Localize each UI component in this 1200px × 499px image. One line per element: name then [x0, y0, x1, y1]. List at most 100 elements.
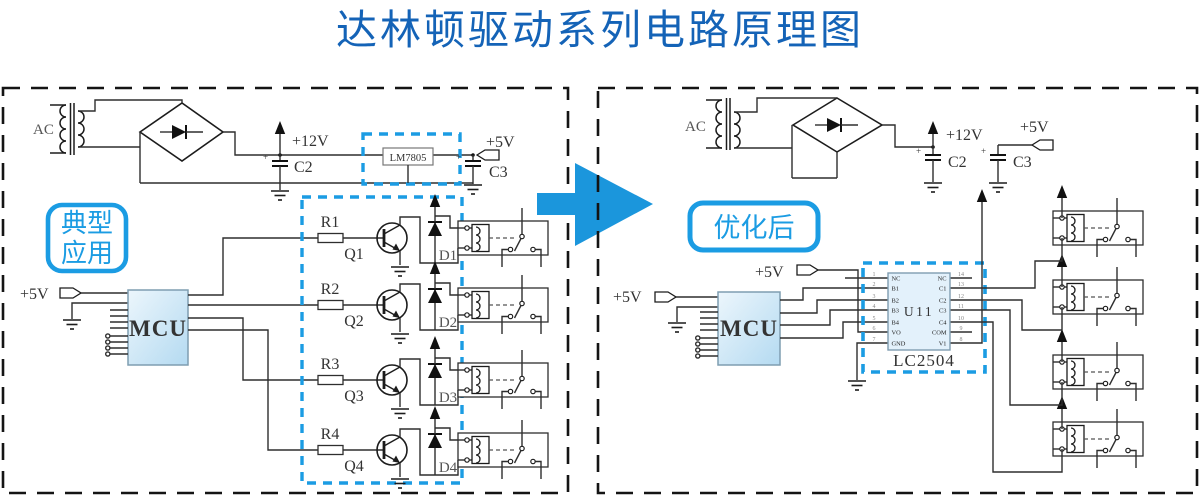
pin-number: 2 — [873, 282, 876, 288]
flyback-diode-icon — [427, 221, 443, 237]
page-title: 达林顿驱动系列电路原理图 — [336, 7, 864, 53]
flyback-diode-icon — [427, 433, 443, 449]
pin-label: B1 — [892, 286, 899, 293]
left-panel-border — [1, 86, 570, 495]
plus12-label: +12V — [946, 127, 983, 144]
ground-icon — [463, 184, 483, 195]
c2-label: C2 — [948, 154, 967, 171]
rail-12v: +12V + C2 — [263, 121, 329, 201]
plus5-connector-icon — [1030, 139, 1054, 151]
pin-number: 3 — [873, 294, 876, 300]
ground-icon — [923, 182, 943, 193]
pin-label: GND — [892, 341, 906, 348]
relay-icon — [1052, 197, 1144, 258]
power-wires — [78, 99, 475, 184]
chip-pin-stubs — [845, 277, 972, 344]
tag-label: 优化后 — [714, 213, 795, 243]
transformer-icon — [706, 98, 741, 150]
pin-number: 5 — [873, 316, 876, 322]
ac-label: AC — [685, 119, 706, 135]
ground-icon — [847, 380, 867, 391]
resistor-label: R1 — [321, 214, 340, 231]
left-panel: 典型 应用 AC — [1, 86, 570, 495]
transistor-icon — [375, 363, 409, 397]
resistor-label: R3 — [321, 356, 340, 373]
chip-plus5-label: +5V — [755, 264, 784, 281]
relay-bank — [972, 185, 1144, 473]
pin-label: B4 — [892, 320, 900, 327]
relay-icon — [457, 349, 549, 410]
rail-12v: +12V + C2 — [916, 121, 983, 193]
plus5-connector-icon — [475, 149, 500, 161]
pin-number: 14 — [958, 272, 964, 278]
resistor-label: R2 — [321, 281, 340, 298]
diode-label: D4 — [439, 460, 458, 476]
mcu-right: +5V MCU — [613, 287, 867, 366]
driver-stage: R4 Q4 D4 — [317, 406, 549, 489]
transistor-label: Q4 — [344, 458, 364, 475]
plus5-connector-icon — [796, 264, 820, 276]
pin-label: C1 — [939, 286, 946, 293]
transistor-icon — [375, 221, 409, 255]
transistor-icon — [375, 288, 409, 322]
bridge-rectifier-icon — [791, 97, 884, 153]
c3-polarity: + — [456, 152, 461, 162]
plus5-label: +5V — [486, 134, 515, 151]
flyback-diode-icon — [427, 363, 443, 379]
driver-chip: U11 LC2504 NC B1 B2 B3 B4 VO GND NC C1 C… — [845, 189, 988, 391]
mcu-label: MCU — [129, 316, 187, 341]
c3-label: C3 — [1013, 154, 1032, 171]
ground-icon — [390, 408, 410, 419]
power-wires — [734, 97, 935, 179]
c3-label: C3 — [489, 164, 508, 181]
pin-number: 4 — [873, 304, 876, 310]
pin-label: NC — [938, 276, 947, 283]
transistor-label: Q1 — [344, 246, 364, 263]
ac-label: AC — [33, 122, 54, 138]
transistor-icon — [375, 433, 409, 467]
c3-polarity: + — [981, 146, 986, 156]
regulator-lm7805: LM7805 — [361, 132, 462, 186]
chip-part-label: LC2504 — [893, 351, 955, 370]
pin-label: B2 — [892, 298, 899, 305]
plus12-label: +12V — [292, 133, 329, 150]
relay-icon — [1052, 408, 1144, 469]
mcu-output-wires — [188, 237, 318, 451]
pin-number: 8 — [960, 337, 963, 343]
transistor-label: Q2 — [344, 313, 364, 330]
ground-icon — [667, 322, 687, 333]
diode-label: D1 — [439, 248, 457, 264]
chip-ref-label: U11 — [904, 304, 934, 319]
diode-label: D2 — [439, 315, 457, 331]
pin-label: NC — [892, 276, 901, 283]
relay-icon — [1052, 341, 1144, 402]
chip-highlight — [861, 261, 987, 374]
ground-icon — [62, 319, 82, 330]
pin-label: B3 — [892, 308, 899, 315]
mcu-left: +5V MCU — [20, 237, 318, 451]
bridge-rectifier-icon — [138, 102, 225, 162]
pin-number: 1 — [873, 272, 876, 278]
plus5-connector-icon — [59, 287, 83, 299]
relay-icon — [457, 207, 549, 268]
c2-label: C2 — [294, 159, 313, 176]
rail-5v: +5V + C3 — [981, 119, 1054, 193]
rail-5v: +5V + C3 — [456, 134, 515, 195]
mcu-output-wires — [780, 287, 867, 339]
mcu-left-pins — [695, 311, 718, 359]
relay-icon — [457, 274, 549, 335]
chip-supply: +5V — [755, 264, 867, 333]
driver-stage: R2 Q2 D2 — [317, 261, 549, 344]
typical-application-tag: 典型 应用 — [45, 202, 129, 274]
transistor-label: Q3 — [344, 388, 364, 405]
plus5-connector-icon — [654, 291, 678, 303]
plus5-label: +5V — [1020, 119, 1049, 136]
ground-icon — [390, 266, 410, 277]
c2-polarity: + — [263, 152, 268, 162]
ground-icon — [390, 333, 410, 344]
pin-label: VO — [892, 330, 902, 337]
resistor-label: R4 — [321, 426, 340, 443]
driver-stage: R1 Q1 D1 — [317, 194, 549, 277]
pin-number: 11 — [958, 304, 964, 310]
